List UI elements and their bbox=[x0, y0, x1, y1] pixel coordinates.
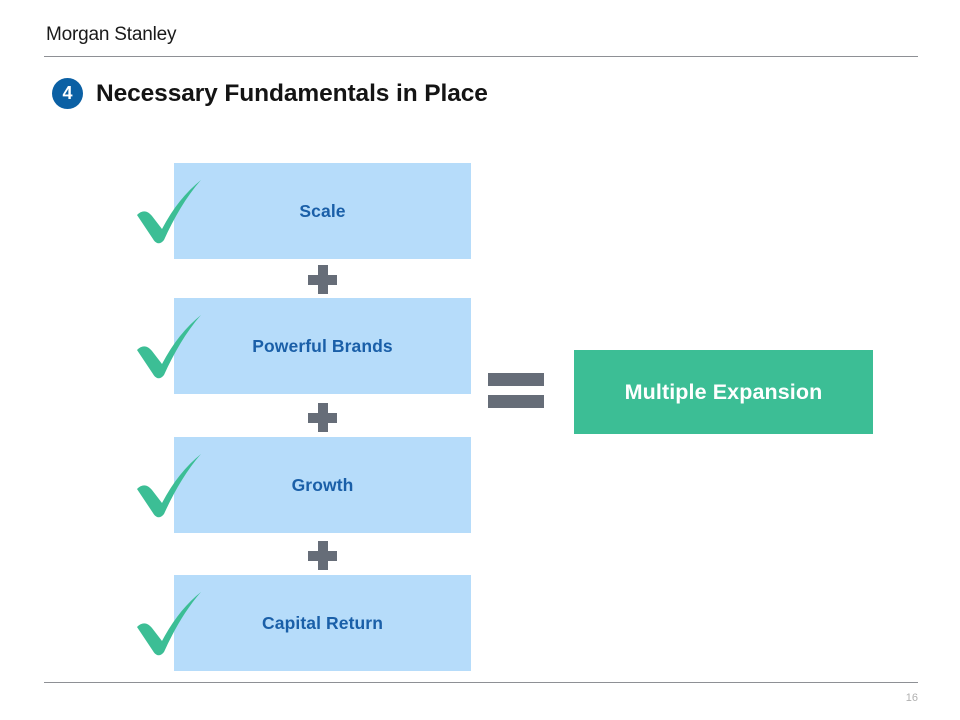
page-number: 16 bbox=[905, 692, 918, 704]
term-box-powerful-brands: Powerful Brands bbox=[174, 298, 471, 394]
footer-divider bbox=[44, 682, 918, 683]
term-label: Powerful Brands bbox=[252, 335, 393, 356]
result-label: Multiple Expansion bbox=[624, 379, 823, 404]
plus-icon bbox=[308, 265, 337, 294]
term-box-capital-return: Capital Return bbox=[174, 575, 471, 671]
term-label: Growth bbox=[291, 474, 354, 495]
equals-bar-top bbox=[488, 373, 544, 386]
header-divider bbox=[44, 56, 918, 57]
equals-icon bbox=[488, 373, 544, 408]
plus-icon bbox=[308, 541, 337, 570]
brand-logo: Morgan Stanley bbox=[46, 24, 177, 45]
term-box-scale: Scale bbox=[174, 163, 471, 259]
page-title: Necessary Fundamentals in Place bbox=[96, 79, 488, 107]
result-box-multiple-expansion: Multiple Expansion bbox=[574, 350, 873, 434]
term-label: Capital Return bbox=[262, 612, 383, 633]
equals-bar-bottom bbox=[488, 395, 544, 408]
slide-title-row: 4 Necessary Fundamentals in Place bbox=[52, 78, 488, 109]
plus-icon bbox=[308, 403, 337, 432]
term-label: Scale bbox=[299, 200, 346, 221]
term-box-growth: Growth bbox=[174, 437, 471, 533]
section-number-badge: 4 bbox=[52, 78, 83, 109]
